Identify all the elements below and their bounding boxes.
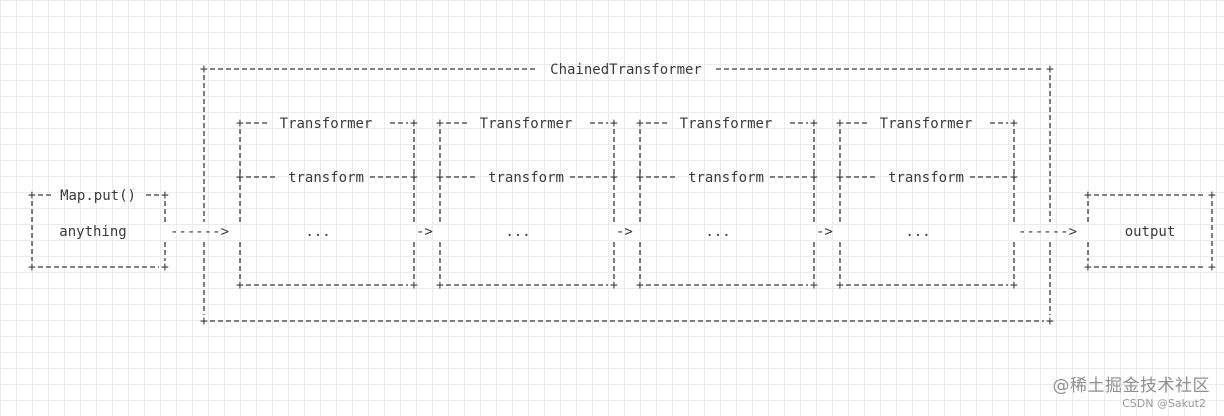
stage-2-box-corner-tr: + [610, 116, 618, 131]
input-box-corner-br: + [161, 260, 169, 275]
stage-4-method: transform [888, 170, 964, 186]
stage-4-box-corner-bl: + [836, 278, 844, 293]
input-box-value: anything [59, 224, 126, 240]
stage-2-box-corner-bl: + [436, 278, 444, 293]
stage-4-box-corner-tr: + [1010, 116, 1018, 131]
diagram-corners: + + + + + + + + + + + + + + + + + + + + + + + + + + + + + + + + + + + + [28, 62, 1216, 329]
stage-3-box-corner-tr: + [810, 116, 818, 131]
chained-transformer-box-corner-bl: + [200, 314, 208, 329]
stage-3-title: Transformer [680, 116, 773, 132]
input-box-corner-tr: + [161, 188, 169, 203]
output-box-corner-tr: + [1208, 188, 1216, 203]
stage-3-body: ... [705, 224, 730, 240]
stage-2-box-corner-tl: + [436, 116, 444, 131]
arrow-stage-1-to-2: -> [416, 224, 433, 240]
stage-3-divider-plus-right: + [810, 170, 818, 185]
input-box-corner-tl: + [28, 188, 36, 203]
watermark-text: @稀土掘金技术社区 [1052, 376, 1210, 396]
stage-4-divider-plus-right: + [1010, 170, 1018, 185]
stage-3-method: transform [688, 170, 764, 186]
stage-4-box-corner-tl: + [836, 116, 844, 131]
stage-3-divider-plus-left: + [636, 170, 644, 185]
chained-transformer-box-corner-tr: + [1046, 62, 1054, 77]
stage-4-body: ... [905, 224, 930, 240]
stage-1-box-corner-bl: + [236, 278, 244, 293]
stage-4-title: Transformer [880, 116, 973, 132]
arrow-chain-to-output: ------> [1018, 224, 1077, 240]
stage-3-box-corner-bl: + [636, 278, 644, 293]
stage-3-box-corner-tl: + [636, 116, 644, 131]
output-box-corner-br: + [1208, 260, 1216, 275]
stage-1-box-corner-tl: + [236, 116, 244, 131]
stage-3-box-corner-br: + [810, 278, 818, 293]
arrow-stage-2-to-3: -> [616, 224, 633, 240]
stage-1-box-corner-br: + [410, 278, 418, 293]
arrow-stage-3-to-4: -> [816, 224, 833, 240]
stage-4-divider-plus-left: + [836, 170, 844, 185]
output-box-corner-tl: + [1084, 188, 1092, 203]
chained-transformer-box-corner-tl: + [200, 62, 208, 77]
stage-2-divider-plus-left: + [436, 170, 444, 185]
stage-4-box-corner-br: + [1010, 278, 1018, 293]
stage-2-body: ... [505, 224, 530, 240]
output-box-value: output [1125, 224, 1176, 240]
chained-transformer-title: ChainedTransformer [550, 62, 702, 78]
diagram-lines [31, 68, 1213, 322]
stage-1-method: transform [288, 170, 364, 186]
input-box-title: Map.put() [60, 188, 136, 204]
stage-2-divider-plus-right: + [610, 170, 618, 185]
stage-1-title: Transformer [280, 116, 373, 132]
stage-2-method: transform [488, 170, 564, 186]
stage-2-box-corner-br: + [610, 278, 618, 293]
arrow-input-to-chain: ------> [170, 224, 229, 240]
watermark-sub-text: CSDN @Sakut2 [1122, 397, 1206, 410]
stage-2-title: Transformer [480, 116, 573, 132]
stage-1-body: ... [305, 224, 330, 240]
input-box-corner-bl: + [28, 260, 36, 275]
output-box-corner-bl: + [1084, 260, 1092, 275]
chained-transformer-box-corner-br: + [1046, 314, 1054, 329]
stage-1-divider-plus-right: + [410, 170, 418, 185]
stage-1-divider-plus-left: + [236, 170, 244, 185]
stage-1-box-corner-tr: + [410, 116, 418, 131]
